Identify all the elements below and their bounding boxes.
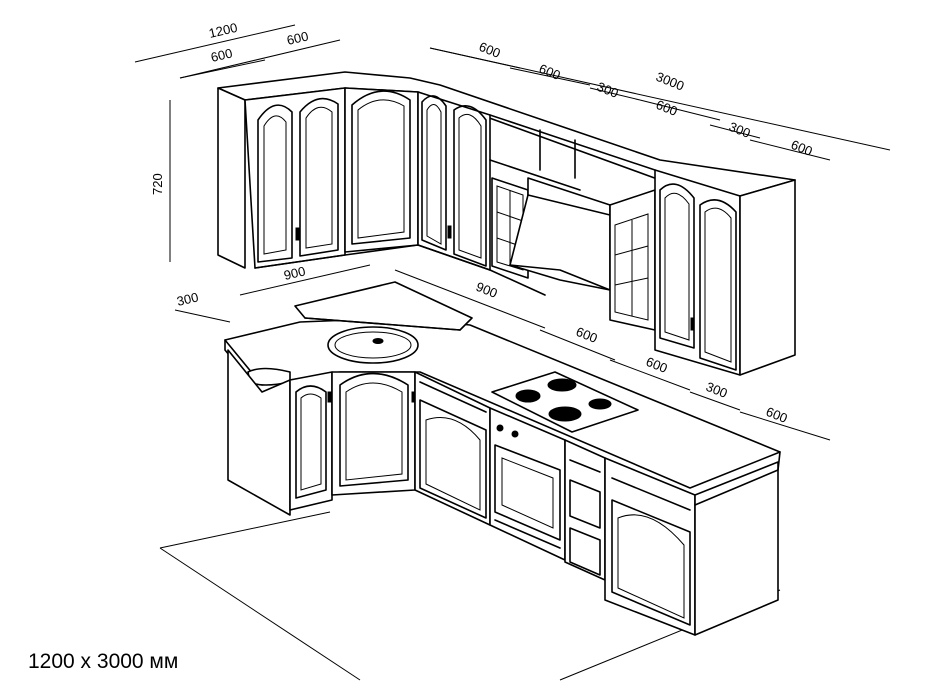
dim-label: 600 — [285, 28, 310, 47]
dim-label: 600 — [537, 61, 563, 83]
dim-label: 600 — [477, 39, 503, 61]
dim-label: 720 — [150, 173, 165, 195]
dim-label: 900 — [282, 263, 307, 282]
base-cabinet-doors — [295, 372, 691, 626]
dim-label: 600 — [209, 45, 234, 64]
dim-label: 900 — [474, 279, 500, 301]
handle-icon — [411, 391, 416, 403]
dim-label: 600 — [654, 97, 680, 119]
handle-icon — [447, 225, 452, 239]
dim-label: 600 — [644, 354, 670, 376]
dimension-lines — [134, 24, 891, 441]
dim-label: 3000 — [654, 69, 686, 94]
dim-label: 300 — [175, 289, 200, 308]
oven — [494, 424, 561, 549]
dimension-labels: 1200 600 600 600 3000 600 300 600 300 60… — [150, 20, 815, 426]
handle-icon — [327, 391, 332, 403]
dim-label: 300 — [595, 79, 621, 101]
sink — [327, 326, 419, 364]
dim-label: 300 — [704, 379, 730, 401]
dim-label: 600 — [574, 324, 600, 346]
wall-cabinet-doors — [257, 90, 737, 371]
dim-label: 600 — [764, 404, 790, 426]
dim-label: 1200 — [207, 20, 239, 41]
caption: 1200 x 3000 мм — [28, 650, 179, 673]
cooktop — [491, 371, 639, 433]
handle-icon — [295, 227, 300, 241]
handle-icon — [690, 317, 695, 331]
dim-label: 300 — [727, 119, 753, 141]
